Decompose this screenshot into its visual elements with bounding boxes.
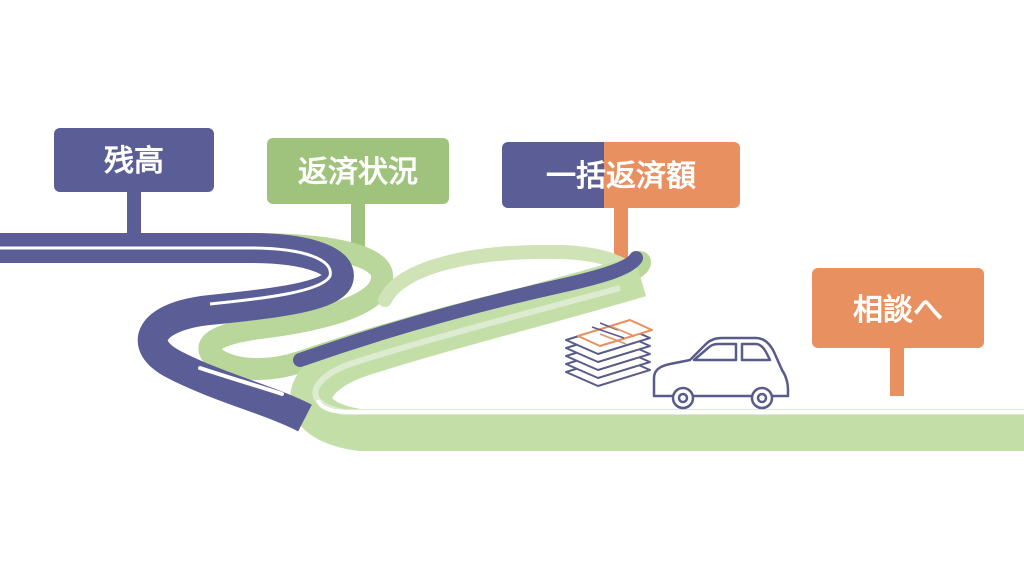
- consult-sign-post: [890, 344, 904, 396]
- repayment-status-sign: 返済状況: [267, 138, 449, 204]
- navy-road: [0, 233, 643, 432]
- navy-road-bottom-lane: [198, 366, 284, 396]
- consult-sign-label: 相談へ: [853, 293, 943, 328]
- repayment-status-sign-post: [351, 200, 365, 250]
- lump-sum-sign: 一括返済額: [502, 142, 740, 208]
- balance-sign-label: 残高: [104, 144, 164, 179]
- green-road-main: [290, 255, 1024, 451]
- navy-road-main: [0, 233, 354, 432]
- lump-sum-sign-board-left: [502, 142, 616, 208]
- consult-sign-board: [812, 268, 984, 348]
- repayment-status-sign-label: 返済状況: [298, 155, 418, 190]
- balance-sign: 残高: [54, 128, 214, 192]
- car-icon: [652, 336, 790, 410]
- repayment-status-sign-board: [267, 138, 449, 204]
- lump-sum-sign-post: [614, 204, 628, 260]
- green-road-center-line: [316, 399, 1024, 414]
- balance-sign-post: [127, 190, 141, 242]
- green-road-loop: [378, 244, 635, 307]
- lump-sum-sign-label: 一括返済額: [546, 159, 696, 194]
- lump-sum-sign-board-right: [604, 142, 740, 208]
- consult-sign: 相談へ: [812, 268, 984, 348]
- navy-road-middle: [293, 251, 643, 367]
- navy-road-lane: [0, 246, 332, 306]
- stacked-documents-icon: [565, 319, 653, 387]
- balance-sign-board: [54, 128, 214, 192]
